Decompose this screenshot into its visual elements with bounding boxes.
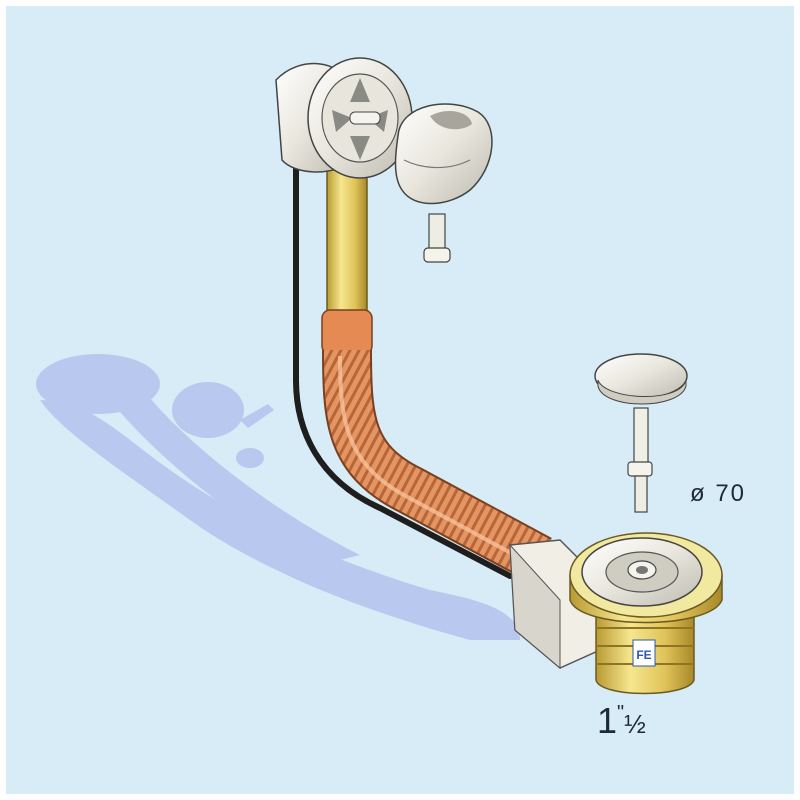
thread-fraction: ½ bbox=[624, 709, 646, 739]
waste-outlet bbox=[569, 532, 723, 695]
logo-text: FE bbox=[636, 648, 651, 662]
cast-shadow bbox=[36, 354, 520, 640]
diameter-label: ø 70 bbox=[690, 480, 747, 507]
thread-mark: " bbox=[617, 702, 625, 724]
overflow-wheel bbox=[307, 57, 413, 179]
control-cable bbox=[293, 129, 513, 579]
thread-whole: 1 bbox=[597, 700, 618, 741]
brand-logo: FE bbox=[632, 639, 656, 667]
overflow-cover bbox=[394, 103, 493, 263]
overflow-tube bbox=[321, 169, 373, 355]
drain-plug bbox=[594, 353, 688, 513]
thread-size-label: 1"½ bbox=[597, 700, 646, 742]
